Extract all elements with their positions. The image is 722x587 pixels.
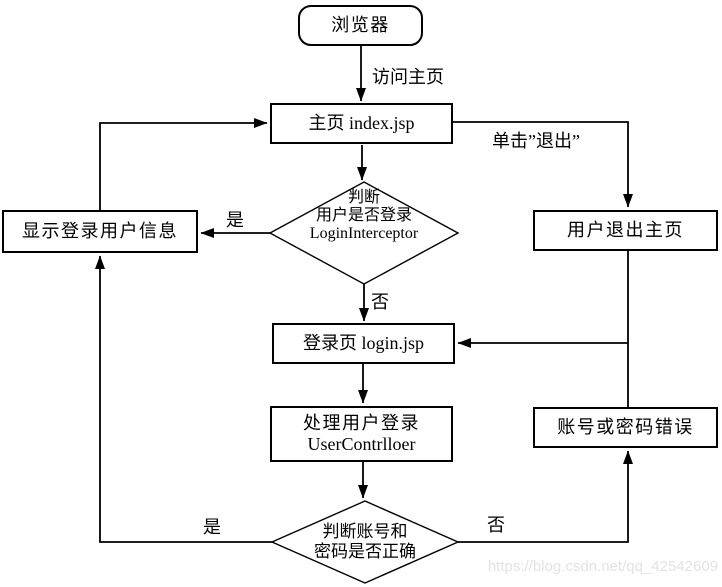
node-handle-login-line2: UserContrlloer: [307, 434, 416, 454]
edge-label-verify-no: 否: [487, 515, 505, 535]
node-browser-label: 浏览器: [331, 15, 390, 35]
node-logout-page-label: 用户退出主页: [567, 220, 684, 240]
watermark-url: https://blog.csdn.net/qq_42542609: [487, 558, 718, 575]
node-handle-login: 处理用户登录 UserContrlloer: [270, 406, 453, 462]
edge-label-login-check-no: 否: [371, 292, 389, 312]
login-check-diamond-shape: [268, 181, 460, 285]
edge-label-login-check-yes: 是: [226, 210, 244, 230]
edge-label-click-logout: 单击”退出”: [492, 131, 580, 151]
edge-label-verify-yes: 是: [203, 517, 221, 537]
node-login-page: 登录页 login.jsp: [272, 323, 455, 364]
node-login-page-label: 登录页 login.jsp: [302, 333, 424, 353]
node-logout-page: 用户退出主页: [533, 210, 718, 251]
node-error-msg-label: 账号或密码错误: [557, 417, 694, 437]
verify-diamond-shape: [270, 500, 460, 584]
node-homepage: 主页 index.jsp: [270, 103, 453, 144]
node-show-user-info: 显示登录用户信息: [2, 210, 198, 253]
node-browser: 浏览器: [298, 5, 423, 46]
node-show-user-info-label: 显示登录用户信息: [22, 221, 178, 241]
login-check-line2: 用户是否登录: [315, 207, 412, 224]
login-check-line3: LoginInterceptor: [309, 225, 419, 242]
edge-verify-yes-to-showinfo: [95, 255, 272, 543]
verify-diamond-text: 判断账号和 密码是否正确: [275, 522, 455, 562]
node-homepage-label: 主页 index.jsp: [308, 113, 415, 133]
node-error-msg: 账号或密码错误: [533, 407, 718, 448]
edge-showinfo-to-homepage: [99, 118, 268, 210]
login-check-line1: 判断: [347, 189, 380, 206]
verify-line1: 判断账号和: [322, 522, 408, 541]
verify-line2: 密码是否正确: [314, 542, 416, 561]
node-handle-login-label: 处理用户登录 UserContrlloer: [303, 413, 420, 455]
login-check-diamond-text: 判断 用户是否登录 LoginInterceptor: [284, 189, 444, 243]
edge-homepage-to-logout: [453, 121, 633, 208]
edge-verify-no-to-error: [458, 450, 633, 543]
node-handle-login-line1: 处理用户登录: [303, 413, 420, 433]
edge-label-visit-homepage: 访问主页: [372, 67, 444, 87]
